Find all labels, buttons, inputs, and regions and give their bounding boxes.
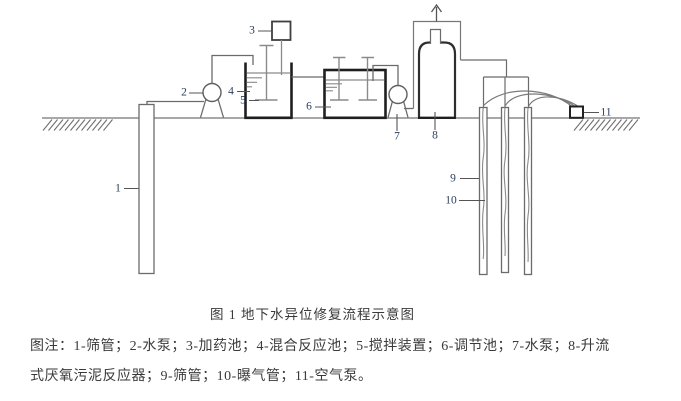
callout-8: 8 bbox=[432, 129, 438, 142]
callout-3: 3 bbox=[249, 24, 255, 37]
label-leader-lines bbox=[124, 30, 599, 202]
callout-1: 1 bbox=[115, 182, 121, 195]
tank-4-water-lines bbox=[246, 72, 291, 88]
reactor-8-neck bbox=[429, 28, 442, 44]
aeration-hose-c bbox=[526, 107, 530, 263]
air-hose-to-pipe-c bbox=[528, 96, 579, 108]
figure-caption: 图 1 地下水异位修复流程示意图 bbox=[210, 307, 415, 322]
figure-legend: 图注：1-筛管；2-水泵；3-加药池；4-混合反应池；5-搅拌装置；6-调节池；… bbox=[30, 332, 655, 392]
legend-line-1: 图注：1-筛管；2-水泵；3-加药池；4-混合反应池；5-搅拌装置；6-调节池；… bbox=[30, 339, 610, 354]
callout-9: 9 bbox=[450, 172, 456, 185]
mixing-tank-4-walls bbox=[244, 62, 293, 120]
ground-hatch-right-icon bbox=[573, 119, 639, 131]
tank-6-stirrer-right-icon bbox=[358, 56, 377, 101]
air-pump-11 bbox=[569, 105, 584, 119]
air-hose-to-pipe-b bbox=[504, 93, 576, 107]
callout-5: 5 bbox=[240, 94, 246, 107]
tank-6-stirrer-left-icon bbox=[330, 56, 349, 101]
pump-2-icon bbox=[202, 82, 222, 103]
equalization-tank-6 bbox=[323, 68, 387, 120]
callout-6: 6 bbox=[306, 100, 312, 113]
injection-manifold bbox=[482, 76, 530, 108]
callout-2: 2 bbox=[181, 86, 187, 99]
pump-2-discharge-pipe bbox=[211, 54, 254, 84]
callout-7: 7 bbox=[394, 130, 400, 143]
ground-hatch-left-icon bbox=[42, 119, 113, 131]
aeration-hose-a bbox=[481, 107, 485, 260]
tank-6-water-lines bbox=[325, 79, 385, 92]
screen-pipe-well-1 bbox=[138, 103, 155, 275]
legend-line-2: 式厌氧污泥反应器；9-筛管；10-曝气管；11-空气泵。 bbox=[30, 369, 373, 384]
diagram-canvas bbox=[42, 3, 640, 276]
callout-10: 10 bbox=[445, 194, 457, 207]
well-riser-pipe bbox=[146, 100, 204, 105]
aeration-hose-b bbox=[503, 107, 507, 257]
process-flow-diagram: 1 2 3 4 5 6 7 8 9 10 11 bbox=[42, 3, 640, 276]
pump-7-icon bbox=[388, 84, 408, 105]
callout-11: 11 bbox=[600, 106, 612, 119]
vent-arrow-icon bbox=[430, 3, 443, 22]
air-hose-to-pipe-a bbox=[483, 90, 573, 107]
pump-7-legs bbox=[387, 100, 409, 118]
callout-4: 4 bbox=[228, 85, 234, 98]
uasb-reactor-8 bbox=[417, 41, 457, 118]
pipe-reactor-to-manifold bbox=[460, 59, 508, 77]
dosing-tank-3 bbox=[271, 20, 292, 41]
pump-2-legs bbox=[199, 98, 225, 118]
pipe-tank6-to-pump7 bbox=[372, 64, 399, 85]
